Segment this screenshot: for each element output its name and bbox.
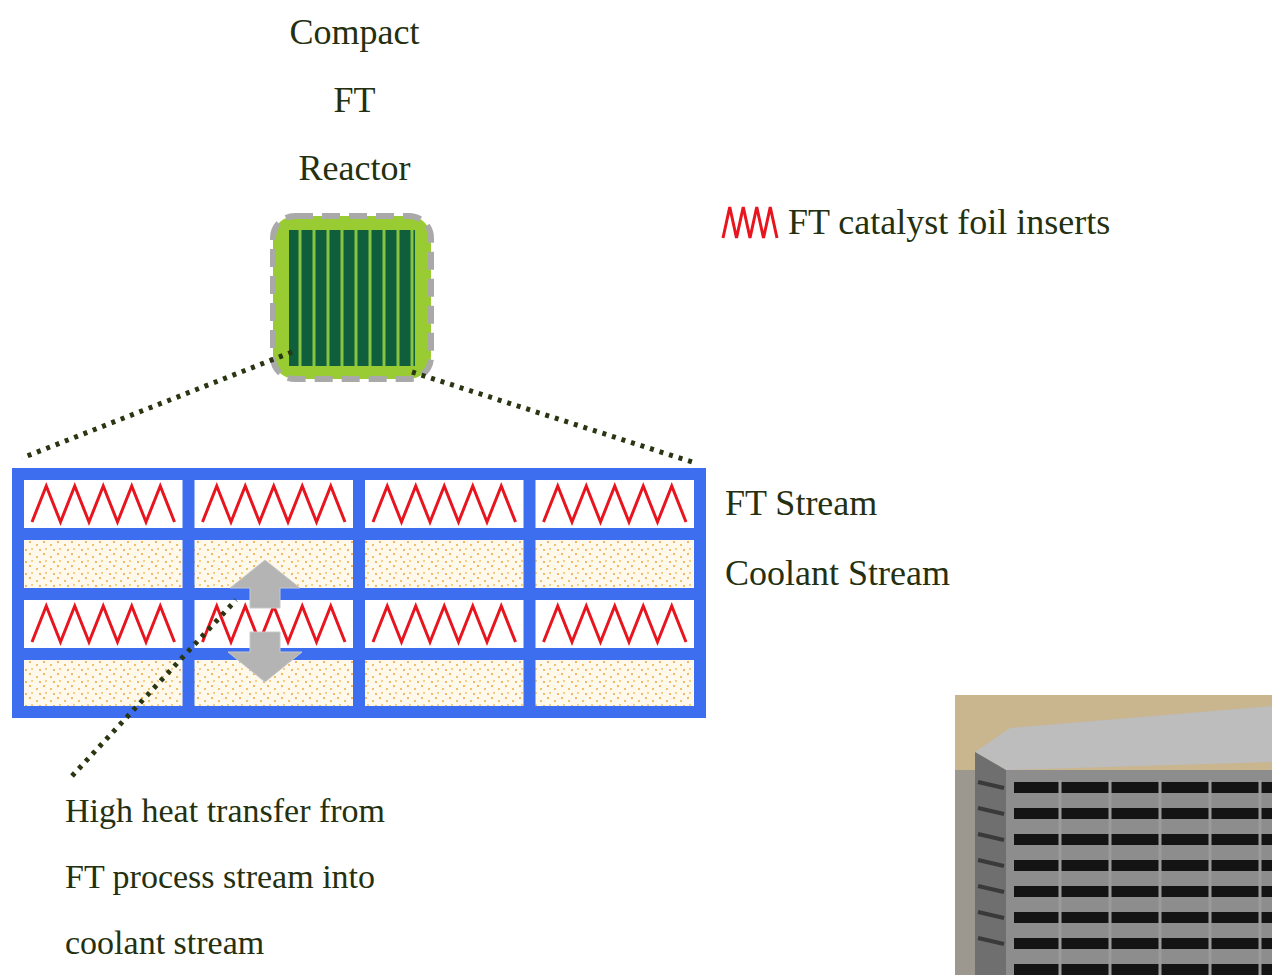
ft-channel <box>365 600 524 648</box>
catalyst-foil <box>373 486 516 522</box>
catalyst-foil <box>203 486 346 522</box>
cross-section <box>12 468 706 718</box>
reactor-icon <box>273 216 431 379</box>
ft-channel <box>24 480 183 528</box>
ft-channel <box>536 480 695 528</box>
stream-label: Coolant Stream <box>725 551 950 595</box>
reactor-photo <box>955 695 1272 975</box>
legend-label: FT catalyst foil inserts <box>788 200 1110 244</box>
catalyst-foil <box>32 606 175 642</box>
catalyst-foil <box>544 606 687 642</box>
legend-swatch <box>720 202 780 242</box>
coolant-channel <box>24 540 183 588</box>
legend-item: FT catalyst foil inserts <box>720 200 1110 244</box>
zoom-leader <box>22 352 692 462</box>
coolant-channel <box>365 660 524 706</box>
ft-channel <box>24 600 183 648</box>
stream-label: FT Stream <box>725 481 877 525</box>
catalyst-foil <box>544 486 687 522</box>
coolant-channel <box>365 540 524 588</box>
catalyst-foil <box>373 606 516 642</box>
callout-leader <box>72 600 236 776</box>
ft-channel <box>365 480 524 528</box>
coolant-channel <box>536 660 695 706</box>
coolant-channel <box>536 540 695 588</box>
heat-arrow <box>228 560 302 682</box>
coolant-channel <box>24 660 183 706</box>
diagram-title: Compact FT Reactor <box>277 0 432 202</box>
callout-note: High heat transfer from FT process strea… <box>65 778 410 975</box>
ft-channel <box>195 480 354 528</box>
ft-channel <box>536 600 695 648</box>
catalyst-foil <box>32 486 175 522</box>
